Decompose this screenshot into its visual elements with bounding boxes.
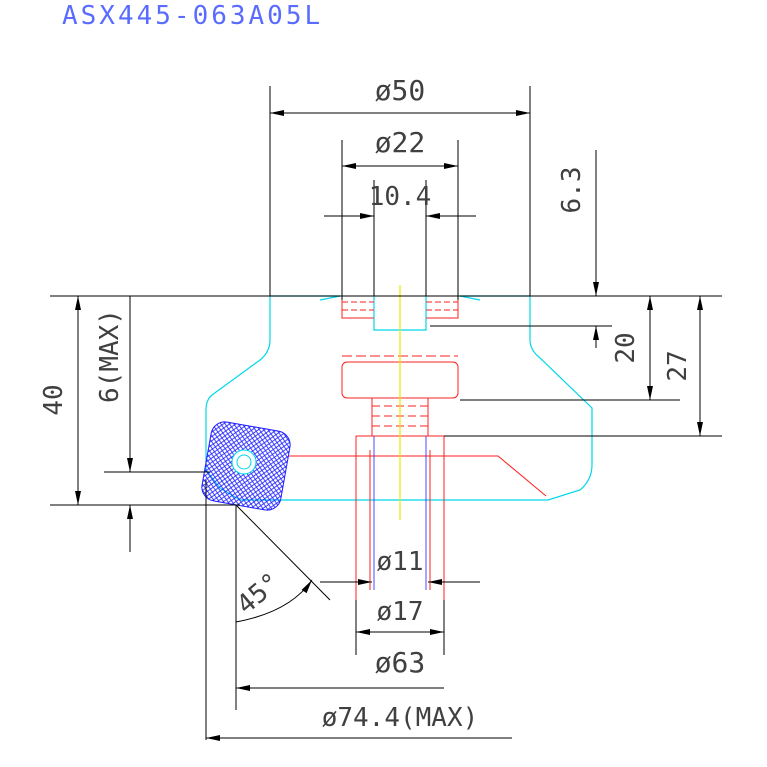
dim-diameter-17: ø17	[377, 597, 424, 627]
dim-6-max: 6(MAX)	[95, 309, 125, 403]
dim-height-40: 40	[39, 384, 69, 415]
screw-shank-lines	[373, 436, 427, 590]
dim-height-27: 27	[663, 350, 693, 381]
dim-angle-45: 45°	[231, 567, 286, 620]
dim-diameter-22: ø22	[375, 126, 426, 159]
dim-diameter-11: ø11	[377, 547, 424, 577]
cutting-insert	[201, 421, 291, 511]
dim-diameter-63: ø63	[375, 646, 426, 679]
dim-width-10-4: 10.4	[369, 182, 432, 212]
dimension-lines	[50, 86, 722, 741]
dim-diameter-50: ø50	[375, 74, 426, 107]
dim-height-20: 20	[611, 332, 641, 363]
dimension-labels: ø50 ø22 10.4 6.3 20 27 40 6(MAX) 45° ø11…	[39, 74, 693, 733]
dim-height-6-3: 6.3	[557, 167, 587, 214]
dim-diameter-74-4-max: ø74.4(MAX)	[322, 703, 479, 733]
part-number-title: ASX445-063A05L	[62, 1, 323, 31]
